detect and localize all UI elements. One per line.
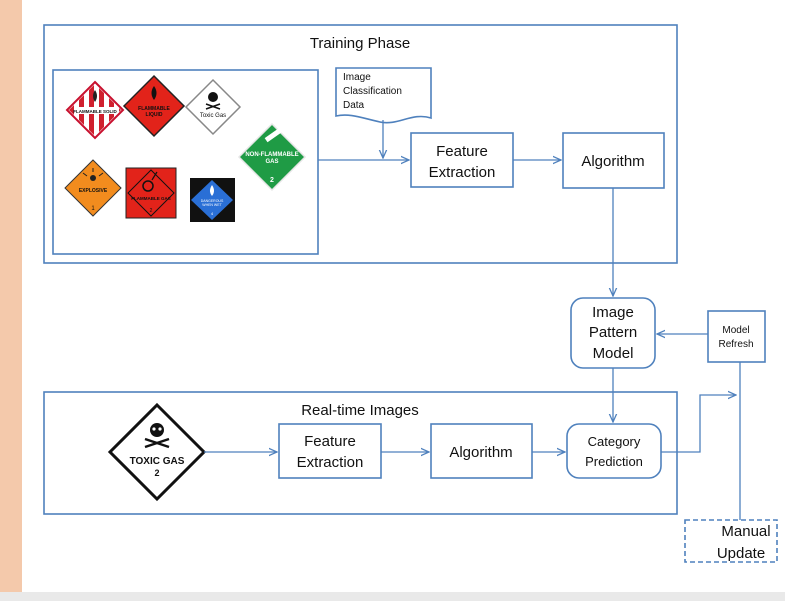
manual-update-label-1: Manual: [721, 523, 770, 540]
explosive-label: EXPLOSIVE: [79, 188, 108, 194]
realtime-feature-extraction-label-2: Extraction: [297, 454, 364, 471]
manual-update-label-2: Update: [717, 545, 765, 562]
model-refresh-label-2: Refresh: [718, 339, 753, 350]
toxic-gas-small-placard: Toxic Gas: [184, 78, 242, 136]
arrow-prediction-to-refresh-line: [661, 395, 736, 453]
toxic-gas-small-label: Toxic Gas: [200, 113, 226, 119]
flammable-gas-number: 2: [150, 208, 153, 214]
realtime-title: Real-time Images: [301, 402, 419, 419]
dangerous-when-wet-label-1: DANGEROUS: [201, 199, 224, 203]
realtime-algorithm-label: Algorithm: [449, 444, 512, 461]
dangerous-when-wet-placard: DANGEROUS WHEN WET 4: [190, 178, 235, 222]
flammable-liquid-label-2: LIQUID: [146, 112, 163, 118]
explosive-placard: EXPLOSIVE 1: [64, 159, 122, 217]
category-prediction-label-1: Category: [588, 434, 641, 449]
flammable-solid-placard: FLAMMABLE SOLID: [65, 80, 125, 140]
model-refresh-label-1: Model: [722, 325, 749, 336]
dangerous-when-wet-number: 4: [211, 211, 214, 216]
classification-data-line-2: Classification: [343, 86, 402, 97]
toxic-gas-large-placard: TOXIC GAS 2: [107, 402, 207, 502]
training-feature-extraction-label-1: Feature: [436, 143, 488, 160]
non-flammable-gas-placard: NON-FLAMMABLE GAS 2: [237, 122, 307, 192]
flammable-solid-label: FLAMMABLE SOLID: [73, 109, 117, 114]
training-algorithm-label: Algorithm: [581, 153, 644, 170]
training-feature-extraction-box: [410, 132, 514, 188]
flammable-gas-label: FLAMMABLE GAS: [131, 196, 171, 201]
image-pattern-model-label-1: Image: [592, 304, 634, 321]
toxic-gas-large-label: TOXIC GAS: [130, 456, 185, 467]
image-pattern-model-label-2: Pattern: [589, 324, 637, 341]
realtime-algorithm-box: [430, 423, 533, 479]
flammable-liquid-placard: FLAMMABLE LIQUID: [122, 74, 186, 138]
flammable-gas-placard: FLAMMABLE GAS 2: [125, 167, 177, 219]
training-feature-extraction-label-2: Extraction: [429, 164, 496, 181]
manual-update-box: [684, 519, 778, 563]
toxic-gas-large-number: 2: [154, 468, 159, 478]
dangerous-when-wet-label-2: WHEN WET: [202, 203, 222, 207]
classification-data-line-1: Image: [343, 72, 371, 83]
explosive-number: 1: [91, 206, 95, 212]
bottom-strip: [0, 592, 785, 601]
classification-data-document: Image Classification Data: [335, 67, 432, 124]
realtime-feature-extraction-label-1: Feature: [304, 433, 356, 450]
category-prediction-label-2: Prediction: [585, 454, 643, 469]
category-prediction-box: [566, 423, 662, 479]
non-flammable-gas-number: 2: [270, 177, 274, 184]
non-flammable-gas-label-1: NON-FLAMMABLE: [245, 152, 298, 158]
image-pattern-model-label-3: Model: [593, 345, 634, 362]
realtime-feature-extraction-box: [278, 423, 382, 479]
model-refresh-box: [707, 310, 766, 363]
non-flammable-gas-label-2: GAS: [265, 159, 278, 165]
training-algorithm-box: [562, 132, 665, 189]
training-phase-title: Training Phase: [310, 35, 410, 52]
flammable-liquid-label-1: FLAMMABLE: [138, 106, 170, 112]
classification-data-line-3: Data: [343, 100, 365, 111]
